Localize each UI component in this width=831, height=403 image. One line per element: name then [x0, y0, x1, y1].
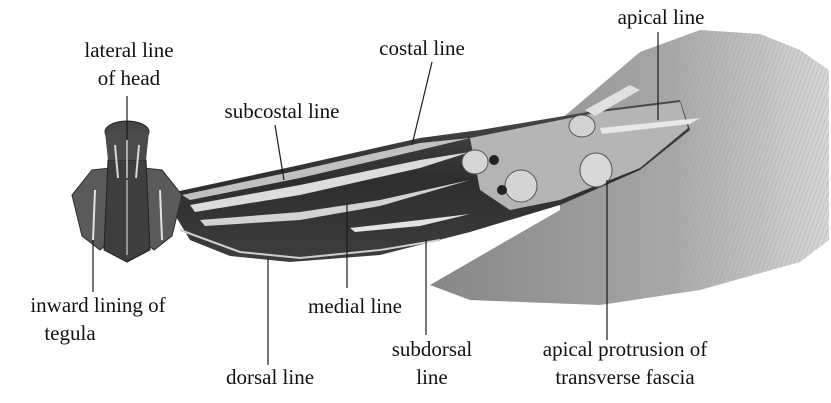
- label-subdorsal-line-2: line: [416, 365, 448, 389]
- label-medial-line: medial line: [308, 294, 402, 318]
- label-dorsal-line: dorsal line: [226, 365, 314, 389]
- label-lateral-line-2: of head: [98, 66, 161, 90]
- claviform-spot: [505, 170, 537, 202]
- label-inward-lining-1: inward lining of: [30, 293, 165, 317]
- label-subcostal-line: subcostal line: [225, 99, 340, 123]
- label-lateral-line-1: lateral line: [84, 38, 173, 62]
- label-apical-protrusion-1: apical protrusion of: [543, 337, 707, 361]
- label-costal-line: costal line: [379, 36, 465, 60]
- orbicular-spot: [462, 150, 488, 174]
- label-subdorsal-line-1: subdorsal: [392, 337, 473, 361]
- label-apical-protrusion-2: transverse fascia: [555, 365, 695, 389]
- moth-head: [72, 121, 182, 262]
- reniform-spot-upper: [569, 115, 595, 137]
- label-apical-line: apical line: [618, 5, 705, 29]
- leader-costal: [412, 62, 432, 145]
- label-inward-lining-2: tegula: [44, 321, 96, 345]
